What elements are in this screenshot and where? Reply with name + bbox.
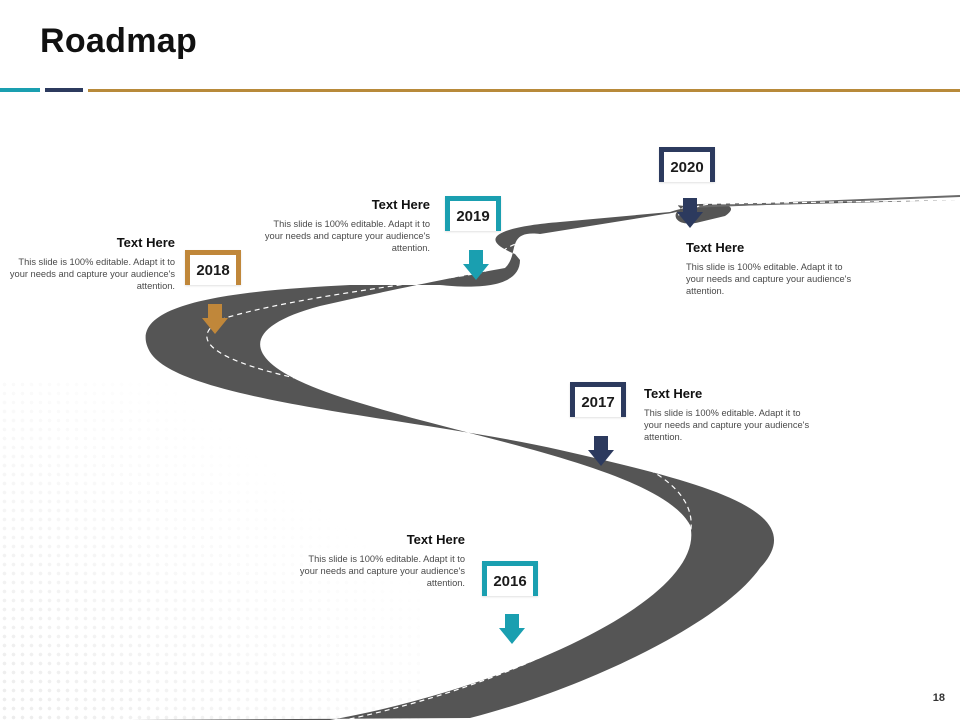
milestone-body: This slide is 100% editable. Adapt it to… xyxy=(644,408,810,442)
milestone-year: 2020 xyxy=(670,158,704,176)
milestone-heading: Text Here xyxy=(406,532,465,547)
milestone-body: This slide is 100% editable. Adapt it to… xyxy=(9,257,175,291)
milestone-year: 2019 xyxy=(456,207,490,225)
milestone-caption-2017: Text Here This slide is 100% editable. A… xyxy=(644,386,819,443)
milestone-marker-2020: 2020 xyxy=(659,147,715,182)
milestone-arrow-2016 xyxy=(499,614,525,644)
page-title: Roadmap xyxy=(40,22,198,60)
road-lane-line xyxy=(206,199,960,720)
milestone-marker-2019: 2019 xyxy=(445,196,501,231)
milestone-marker-2017: 2017 xyxy=(570,382,626,417)
milestone-body: This slide is 100% editable. Adapt it to… xyxy=(299,554,465,588)
milestone-arrow-2019 xyxy=(463,250,489,280)
road-shoulder-edge xyxy=(689,195,960,208)
milestone-year: 2017 xyxy=(581,393,615,411)
milestone-year: 2016 xyxy=(493,572,527,590)
milestone-arrow-2020 xyxy=(677,198,703,228)
title-rule-navy xyxy=(45,88,83,92)
milestone-caption-2020: Text Here This slide is 100% editable. A… xyxy=(686,240,861,297)
page-number: 18 xyxy=(932,692,945,704)
milestone-caption-2018: Text Here This slide is 100% editable. A… xyxy=(0,235,175,292)
milestone-caption-2016: Text Here This slide is 100% editable. A… xyxy=(290,532,465,589)
milestone-heading: Text Here xyxy=(371,197,430,212)
title-rule-teal xyxy=(0,88,40,92)
milestone-heading: Text Here xyxy=(686,240,745,255)
milestone-heading: Text Here xyxy=(116,235,175,250)
milestone-marker-2016: 2016 xyxy=(482,561,538,596)
title-rule-gold xyxy=(88,89,960,92)
milestone-arrow-2017 xyxy=(588,436,614,466)
milestone-body: This slide is 100% editable. Adapt it to… xyxy=(686,262,852,296)
milestone-caption-2019: Text Here This slide is 100% editable. A… xyxy=(255,197,430,254)
milestone-arrow-2018 xyxy=(202,304,228,334)
dotted-background-pattern xyxy=(0,380,420,720)
milestone-marker-2018: 2018 xyxy=(185,250,241,285)
milestone-heading: Text Here xyxy=(644,386,703,401)
milestone-body: This slide is 100% editable. Adapt it to… xyxy=(264,219,430,253)
milestone-year: 2018 xyxy=(196,261,230,279)
